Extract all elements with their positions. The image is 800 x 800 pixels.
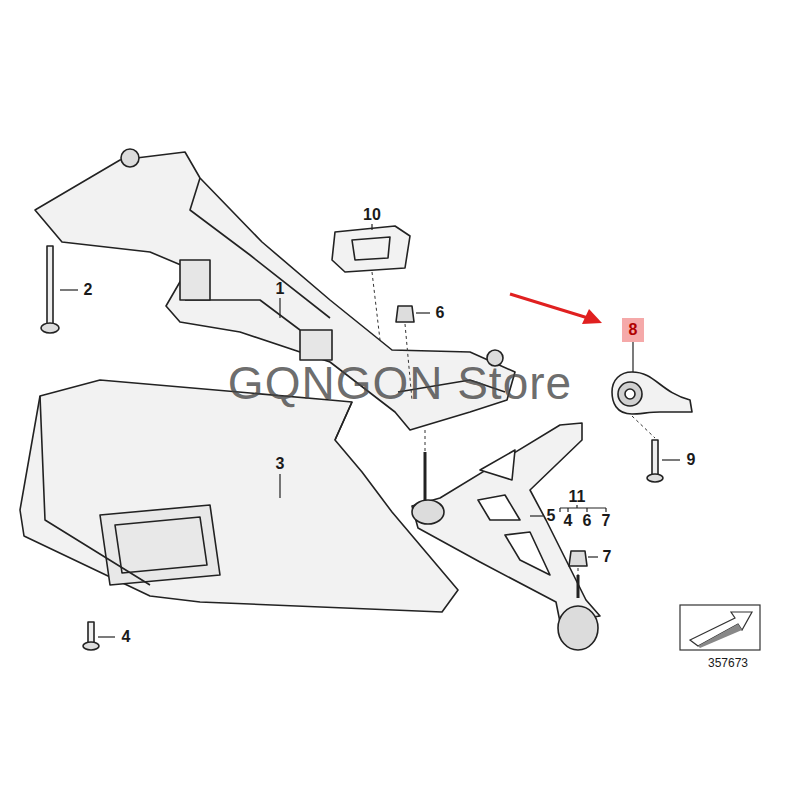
callout-number: 1 [276,281,285,297]
control-arm [412,423,600,622]
callout-number: 11 [569,489,586,505]
bolt [41,246,663,650]
callout-number: 3 [276,456,285,472]
clip [332,226,410,272]
bushing [612,372,692,414]
diagram-number: 357673 [708,657,748,669]
callout-number: 10 [363,207,381,223]
callout-number: 6 [436,305,445,321]
nut [569,551,587,566]
callout-number: 7 [603,549,612,565]
callout-number: 7 [602,513,611,529]
callout-number: 8 [629,322,638,338]
nut [396,306,414,322]
callout-number: 4 [564,513,573,529]
callout-number: 5 [547,508,556,524]
highlight-box: 8 [622,318,644,342]
callout-number: 9 [687,452,696,468]
callout-number: 6 [583,513,592,529]
watermark: GQNGON Store [228,360,572,406]
splash-shield [20,380,458,612]
callout-number: 2 [84,282,93,298]
callout-number: 4 [122,629,131,645]
